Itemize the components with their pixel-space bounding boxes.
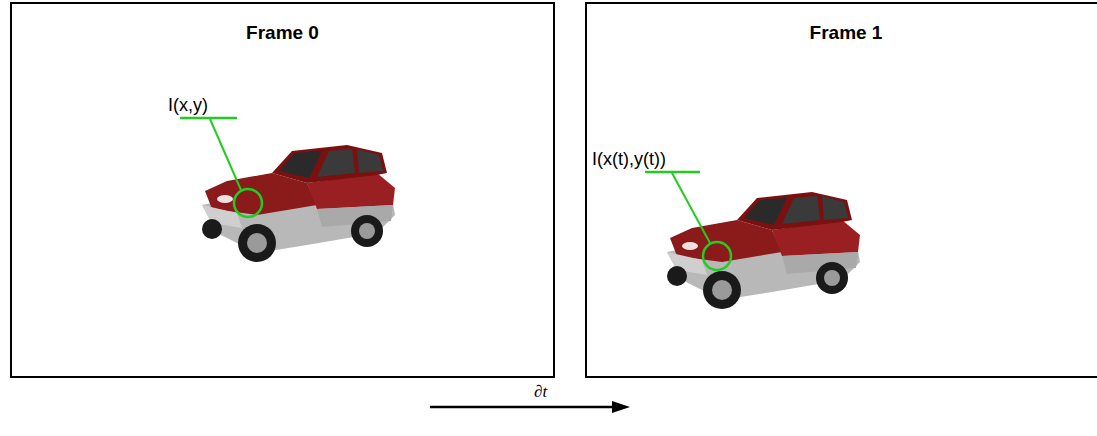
leader-line [210, 119, 241, 190]
time-arrow [430, 406, 616, 409]
frame-box: Frame 1 [585, 2, 1097, 378]
pixel-label: I(x(t),y(t)) [592, 150, 666, 170]
car-frame-0 [202, 145, 395, 262]
car-frame-1 [667, 192, 860, 309]
arrow-head [612, 401, 630, 413]
highlight-circle [703, 242, 731, 270]
time-label: ∂t [534, 383, 547, 402]
label-underline [180, 117, 237, 120]
frame-title: Frame 1 [587, 22, 1097, 44]
frame-box: Frame 0 [10, 2, 555, 378]
frame-title: Frame 0 [12, 22, 553, 44]
leader-line [672, 173, 710, 243]
highlight-circle [234, 189, 262, 217]
pixel-label: I(x,y) [168, 96, 208, 116]
